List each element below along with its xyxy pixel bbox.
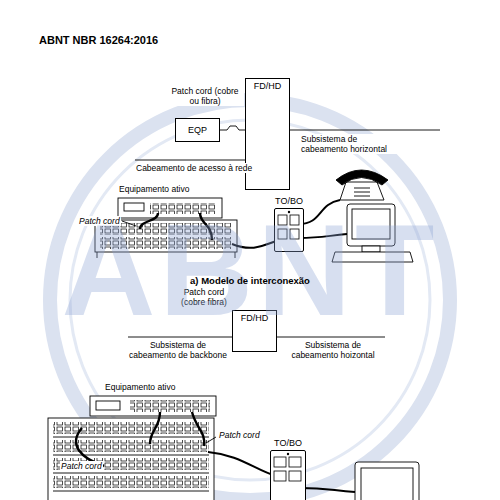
node-text: FD/HD (246, 81, 289, 92)
equipment-label: Equipamento ativo (104, 382, 176, 392)
horizontal-cable (208, 452, 276, 476)
equipment-ports (130, 400, 210, 412)
panel-ports (53, 458, 209, 470)
telephone-handset (336, 170, 388, 185)
monitor (355, 462, 419, 500)
patch-cord-connector (220, 126, 245, 130)
panel-ports (53, 476, 209, 488)
figure-caption: a) Modelo de interconexão (190, 275, 310, 286)
patch-cord (192, 412, 204, 446)
node-text: EQP (188, 125, 207, 136)
patch-cord-label: Patch cord (60, 461, 103, 471)
rack-frame (48, 418, 214, 500)
distributor-box: FD/HD (245, 78, 290, 190)
equipment-label: Equipamento ativo (118, 184, 190, 194)
telephone-keys (354, 188, 370, 196)
equipment-display (96, 401, 120, 410)
cabling-label: Cabeamento de acesso à rede (135, 163, 253, 173)
patch-cord-label: Patch cord (cobre ou fibra) (166, 86, 244, 106)
telephone (340, 182, 384, 200)
patch-cord (150, 412, 160, 444)
patch-cord-label: Patch cord (218, 430, 261, 440)
subsystem-label: Subsistema de cabeamento horizontal (300, 134, 402, 154)
equipment-box: EQP (175, 118, 220, 142)
page-header: ABNT NBR 16264:2016 (38, 34, 159, 47)
watermark: ABNT (0, 200, 500, 340)
outlet-jacks (271, 451, 305, 500)
node-text: TO/BO (274, 438, 302, 449)
outlet-plate: TO/BO (270, 450, 306, 500)
monitor-screen (361, 468, 413, 500)
horizontal-cabling-line (272, 130, 440, 131)
active-equipment (90, 396, 216, 416)
subsystem-label: Subsistema de cabeamento de backbone (126, 340, 230, 360)
leader-line (206, 437, 216, 443)
panel-ports (53, 422, 209, 434)
subsystem-label: Subsistema de cabeamento hoizontal (282, 340, 384, 360)
computer-cable (300, 488, 355, 492)
